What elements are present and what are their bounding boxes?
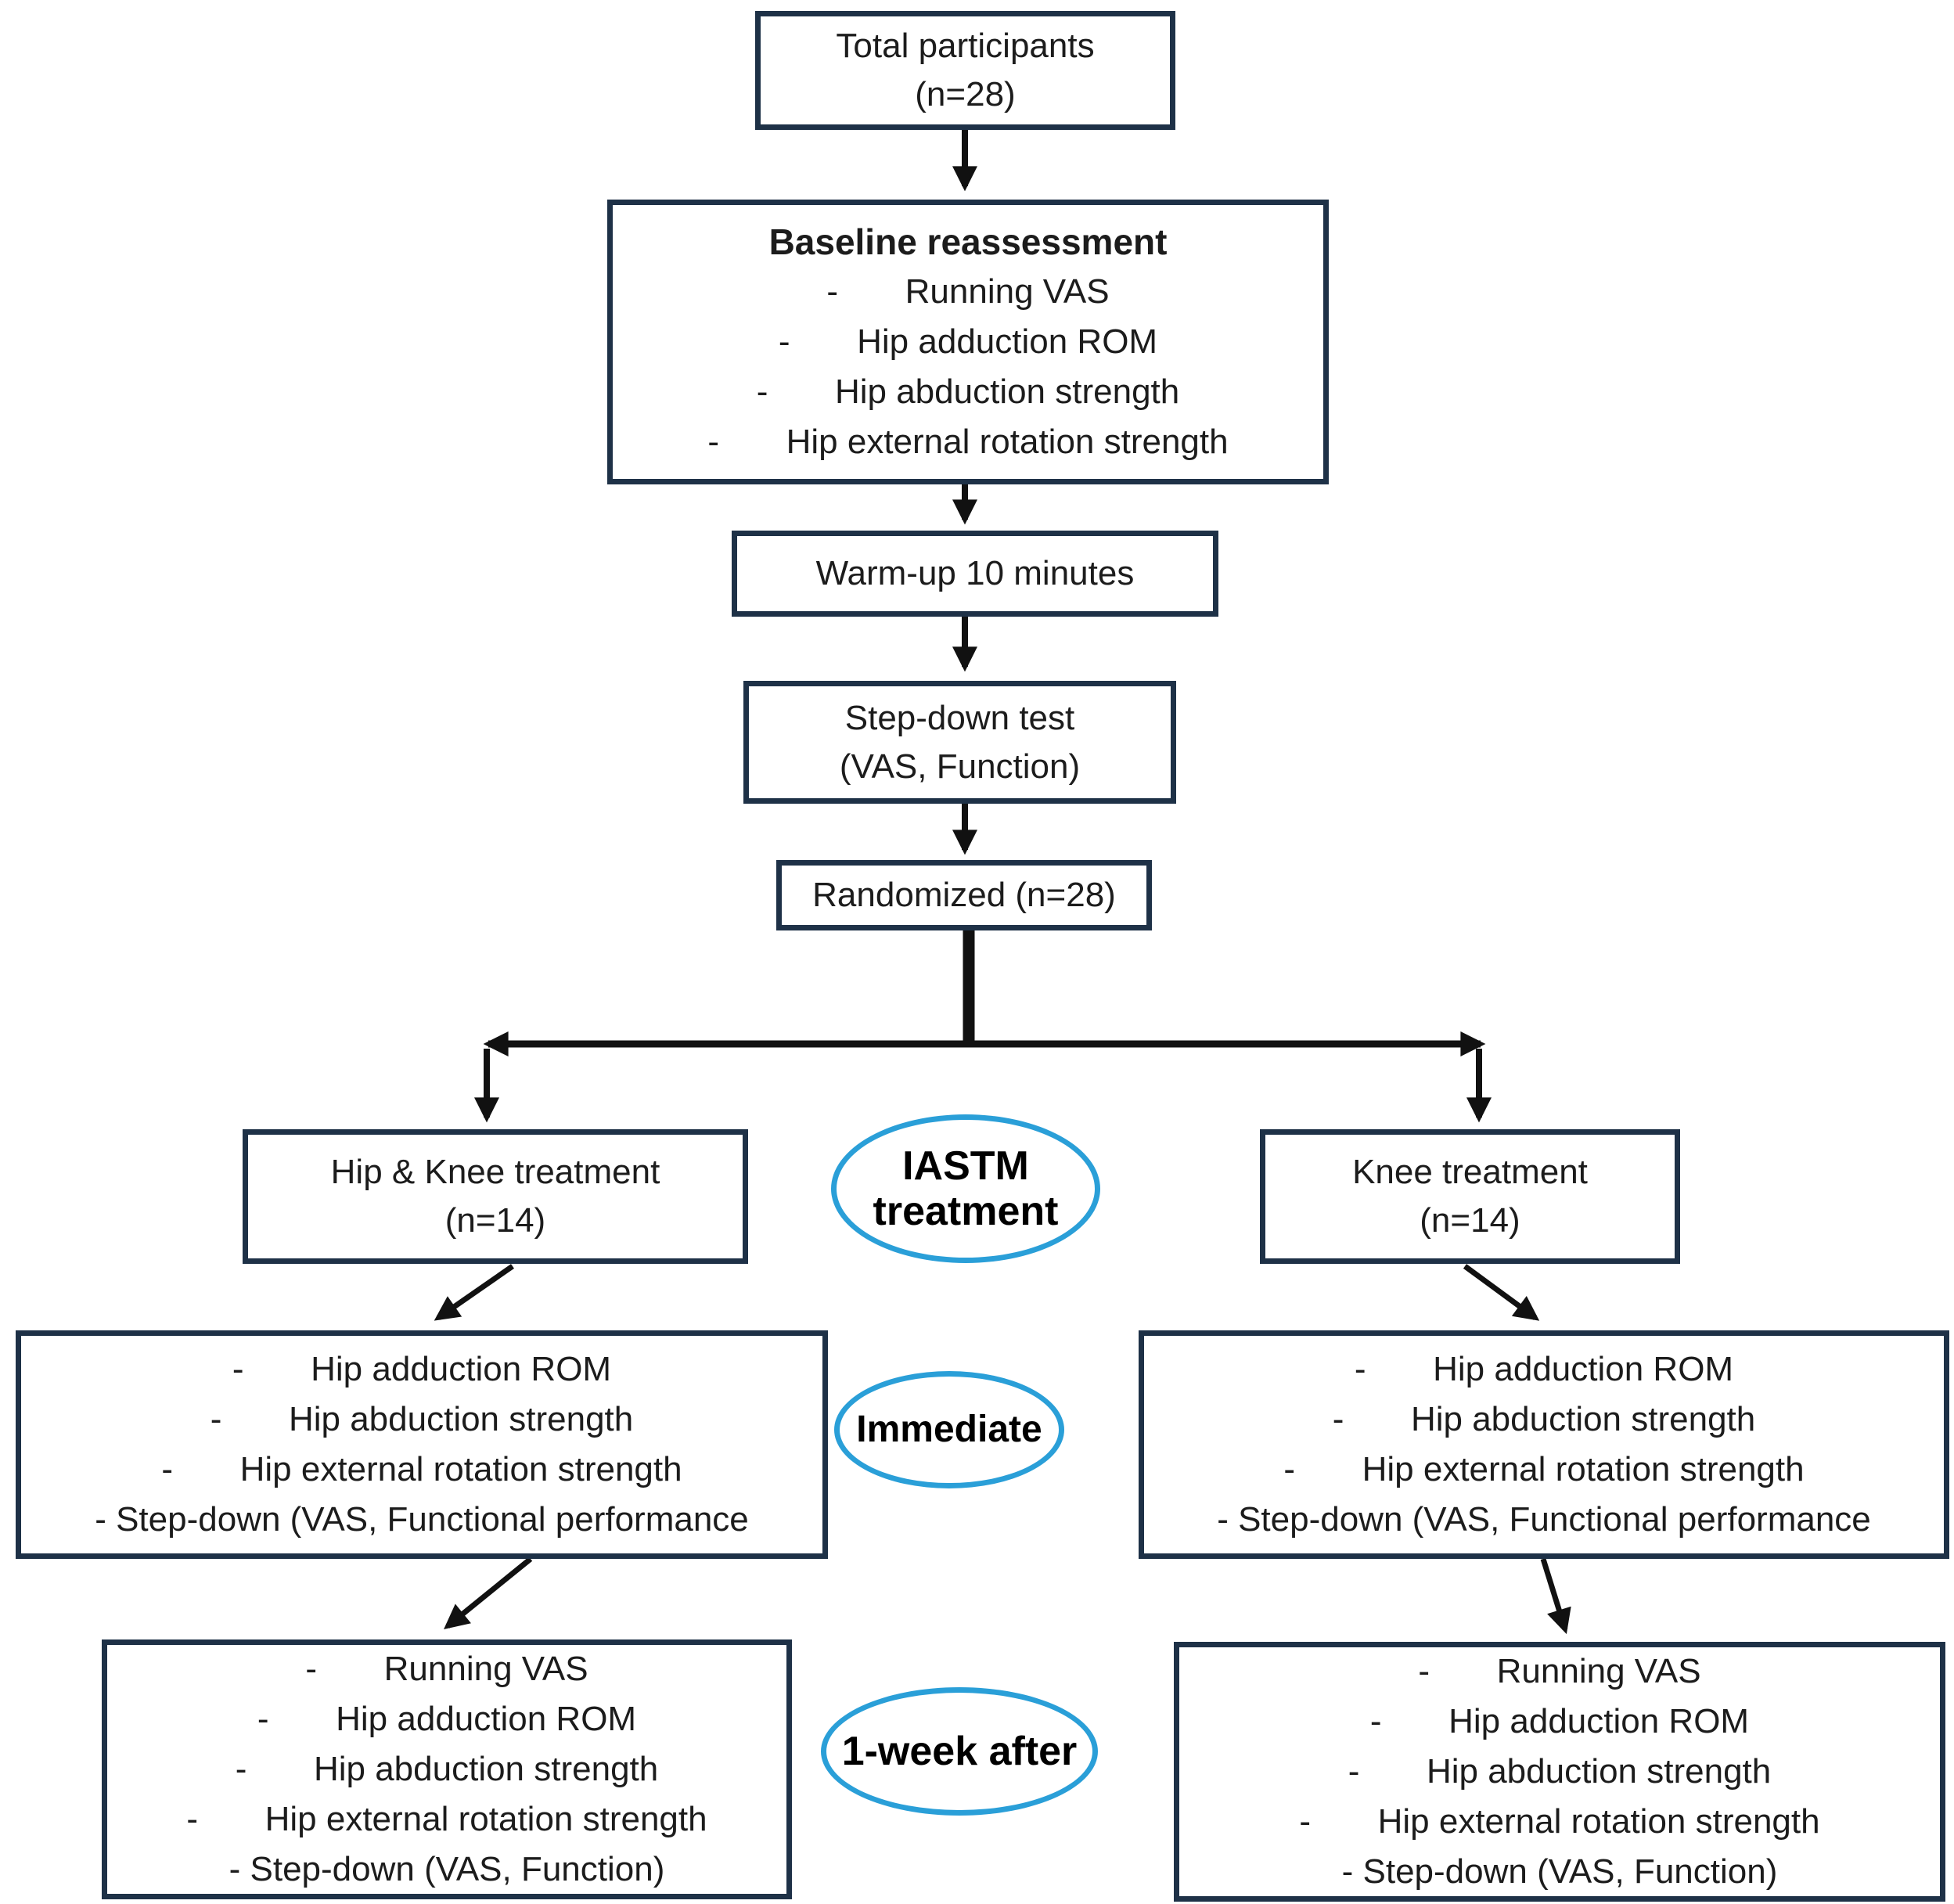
immediate-right-item: - Hip abduction strength (1332, 1400, 1756, 1438)
immediate-left-item: - Hip adduction ROM (232, 1350, 612, 1388)
baseline-item: - Hip adduction ROM (778, 322, 1158, 361)
one-week-after-ellipse: 1-week after (821, 1687, 1098, 1816)
immediate-right-box: - Hip adduction ROM - Hip abduction stre… (1139, 1330, 1949, 1559)
immediate-left-item: - Step-down (VAS, Functional performance (95, 1500, 749, 1539)
hip-knee-treatment-box: Hip & Knee treatment (n=14) (243, 1129, 748, 1264)
arrow-immediate-week-left (444, 1557, 533, 1630)
total-participants-line2: (n=28) (915, 75, 1016, 113)
total-participants-line1: Total participants (836, 27, 1095, 65)
iastm-treatment-ellipse: IASTM treatment (831, 1114, 1100, 1263)
hip-knee-treatment-line2: (n=14) (444, 1201, 546, 1240)
immediate-right-item: - Hip adduction ROM (1354, 1350, 1734, 1388)
randomized-box: Randomized (n=28) (776, 860, 1152, 930)
week-right-item: - Hip adduction ROM (1369, 1702, 1750, 1740)
week-left-item: - Running VAS (305, 1650, 588, 1688)
iastm-ellipse-line2: treatment (873, 1189, 1059, 1234)
knee-treatment-box: Knee treatment (n=14) (1260, 1129, 1680, 1264)
immediate-left-item: - Hip abduction strength (210, 1400, 634, 1438)
warmup-box: Warm-up 10 minutes (732, 531, 1218, 617)
randomized-label: Randomized (n=28) (812, 876, 1116, 914)
immediate-left-item: - Hip external rotation strength (161, 1450, 682, 1488)
one-week-after-ellipse-label: 1-week after (841, 1729, 1078, 1774)
immediate-ellipse: Immediate (834, 1371, 1064, 1488)
week-right-box: - Running VAS - Hip adduction ROM - Hip … (1174, 1642, 1945, 1902)
immediate-left-box: - Hip adduction ROM - Hip abduction stre… (16, 1330, 828, 1559)
week-right-item: - Hip abduction strength (1348, 1752, 1772, 1791)
total-participants-box: Total participants (n=28) (755, 11, 1175, 130)
stepdown-test-box: Step-down test (VAS, Function) (743, 681, 1176, 804)
week-right-item: - Step-down (VAS, Function) (1341, 1852, 1778, 1891)
baseline-title: Baseline reassessment (768, 221, 1168, 262)
arrow-immediate-week-right (1540, 1557, 1571, 1635)
week-left-box: - Running VAS - Hip adduction ROM - Hip … (102, 1639, 792, 1899)
arrow-rightgroup-immediate (1463, 1264, 1540, 1321)
week-left-item: - Hip adduction ROM (257, 1700, 637, 1738)
immediate-right-item: - Step-down (VAS, Functional performance (1217, 1500, 1871, 1539)
iastm-ellipse-line1: IASTM (902, 1143, 1029, 1189)
immediate-ellipse-label: Immediate (856, 1409, 1042, 1450)
stepdown-line1: Step-down test (844, 698, 1075, 737)
immediate-right-item: - Hip external rotation strength (1283, 1450, 1805, 1488)
warmup-label: Warm-up 10 minutes (815, 554, 1135, 592)
week-left-item: - Step-down (VAS, Function) (229, 1850, 665, 1888)
baseline-item: - Hip external rotation strength (707, 423, 1229, 461)
baseline-item: - Hip abduction strength (756, 373, 1180, 411)
hip-knee-treatment-line1: Hip & Knee treatment (330, 1153, 660, 1191)
week-right-item: - Hip external rotation strength (1299, 1802, 1820, 1841)
week-left-item: - Hip external rotation strength (186, 1800, 707, 1838)
stepdown-line2: (VAS, Function) (839, 747, 1081, 786)
knee-treatment-line2: (n=14) (1420, 1201, 1520, 1240)
week-right-item: - Running VAS (1418, 1652, 1701, 1690)
baseline-reassessment-box: Baseline reassessment - Running VAS - Hi… (607, 200, 1329, 484)
baseline-item: - Running VAS (826, 272, 1110, 311)
week-left-item: - Hip abduction strength (235, 1750, 659, 1788)
arrow-leftgroup-immediate (434, 1264, 514, 1321)
knee-treatment-line1: Knee treatment (1352, 1153, 1588, 1191)
